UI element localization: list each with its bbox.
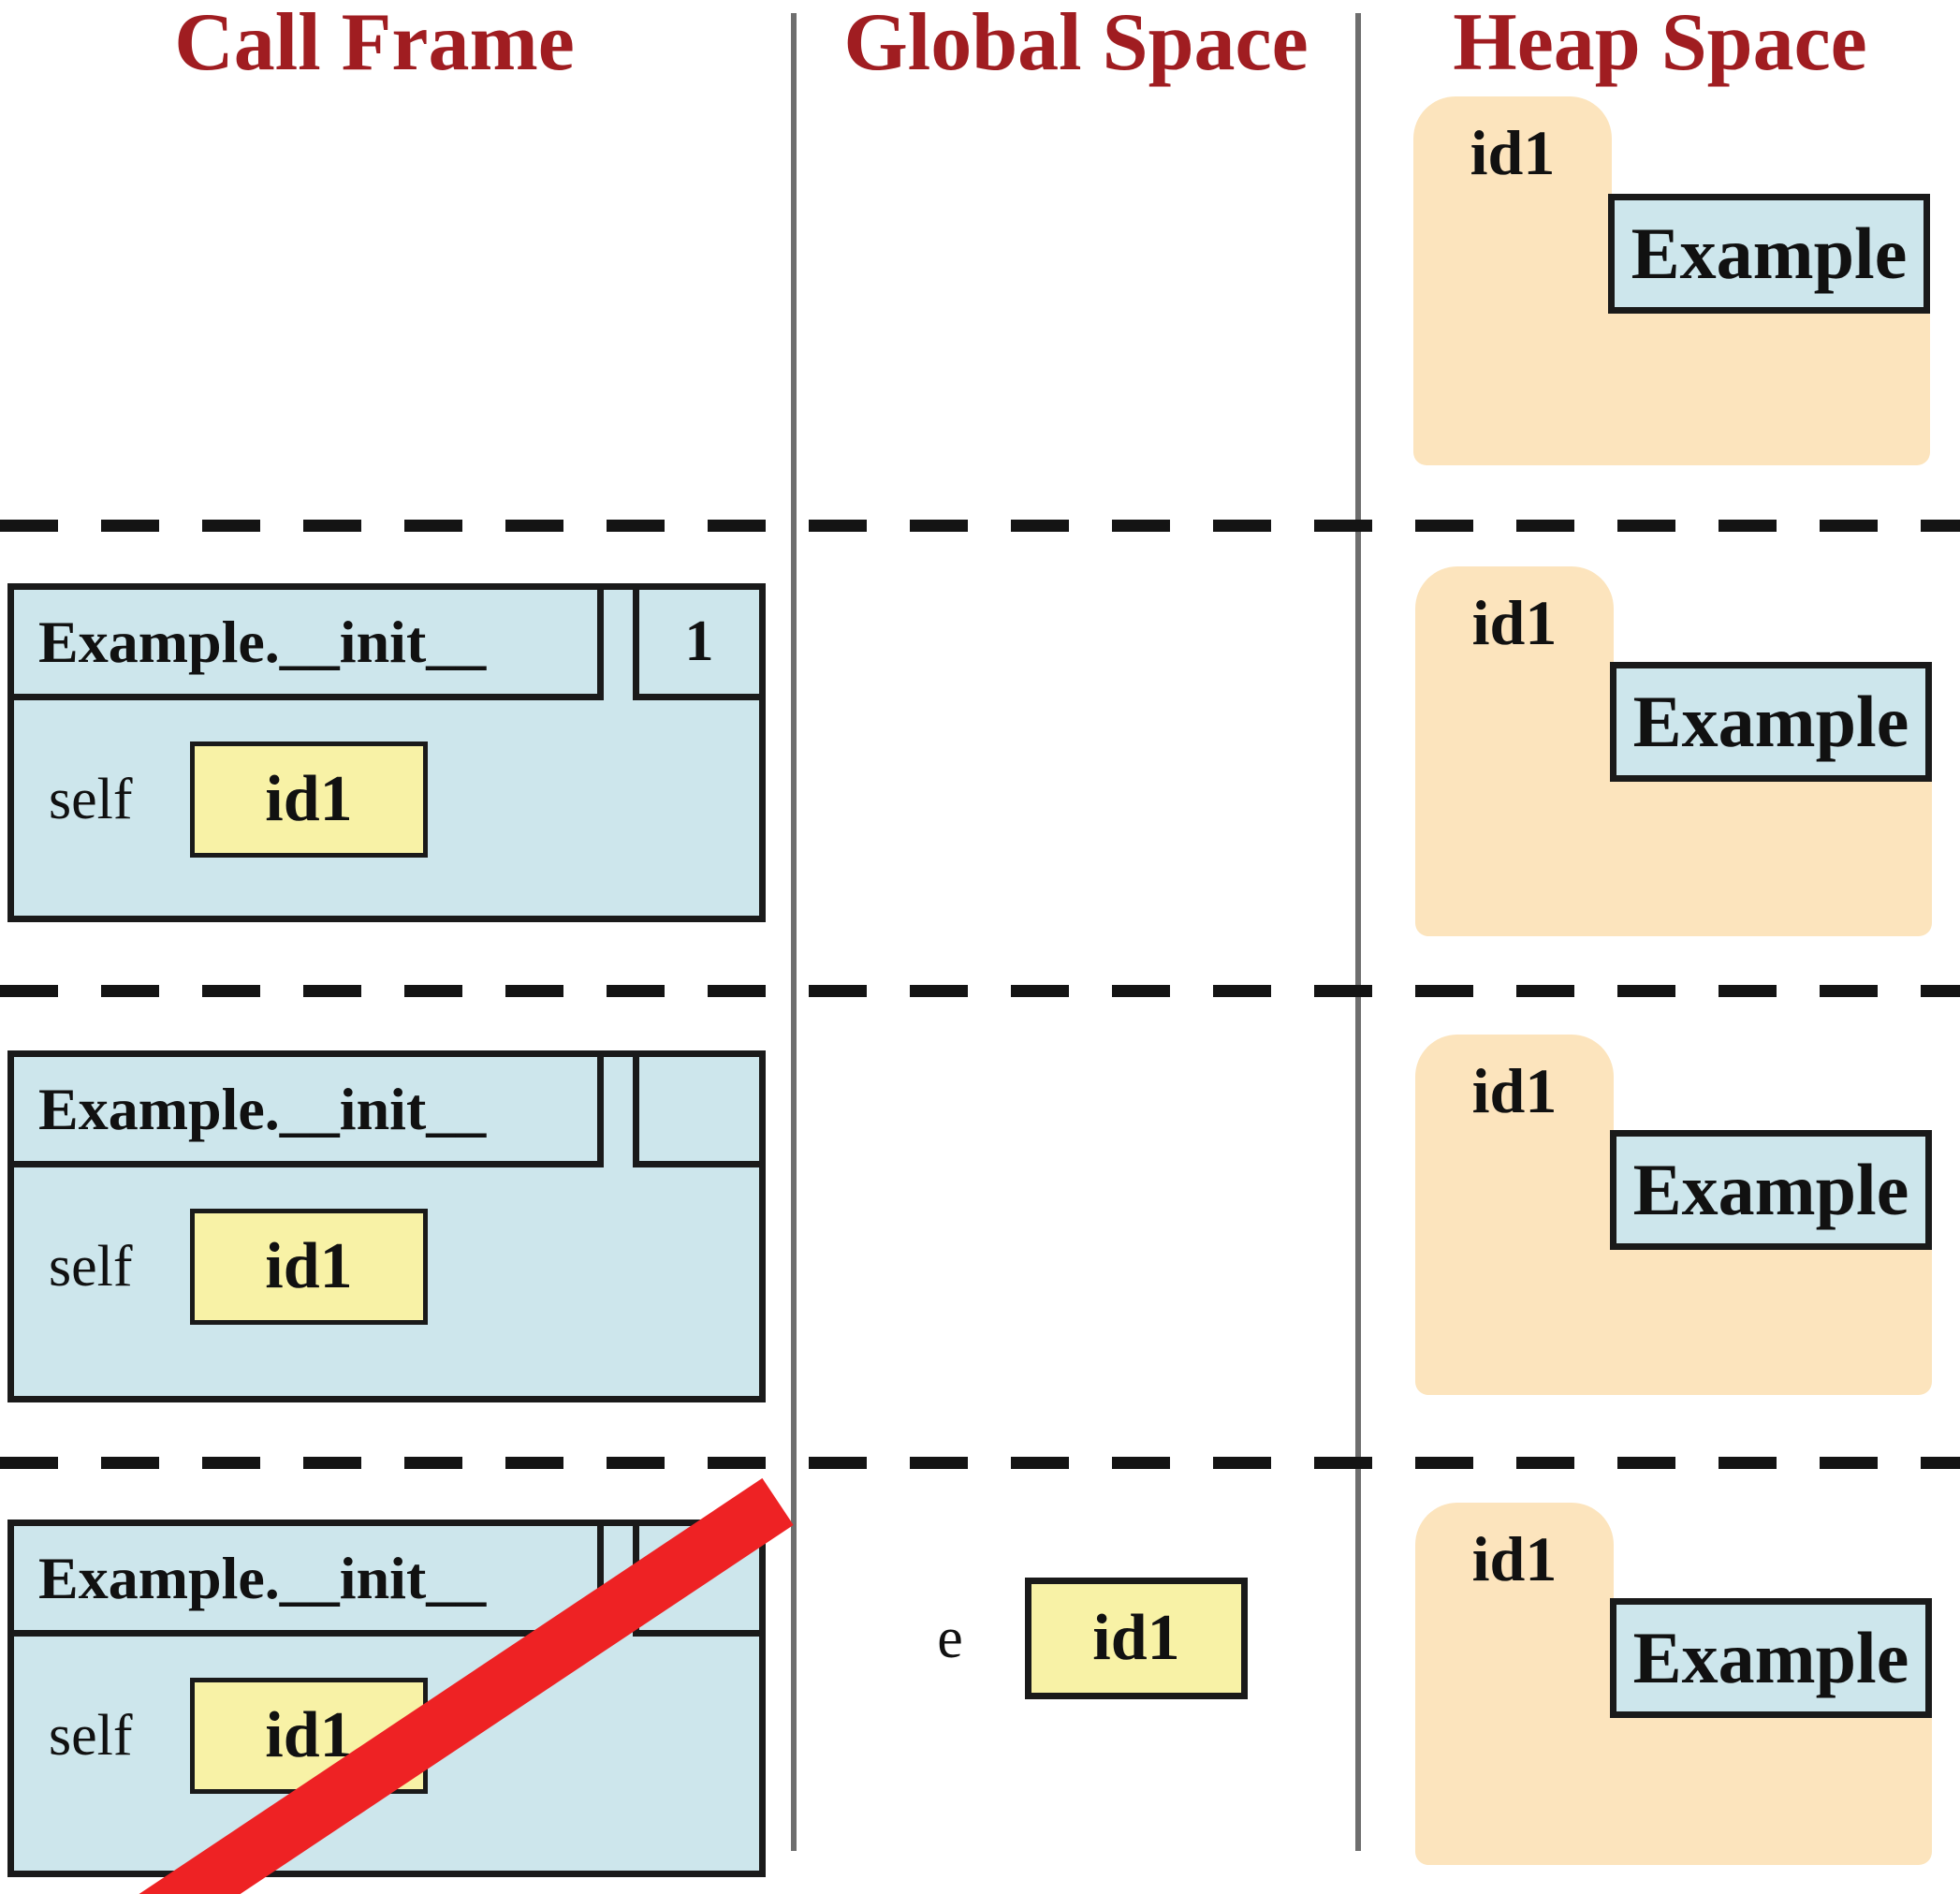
row-separator-3 (0, 1457, 1960, 1469)
column-header-call-frame: Call Frame (174, 0, 575, 88)
frame-function-name: Example.__init__ (7, 1520, 604, 1637)
column-header-global-space: Global Space (843, 0, 1309, 88)
heap-folder: id1 Example (1415, 566, 1932, 936)
frame-instruction-counter: 1 (633, 583, 766, 700)
heap-folder: id1 Example (1413, 96, 1930, 465)
row-separator-2 (0, 985, 1960, 997)
heap-folder: id1 Example (1415, 1035, 1932, 1395)
call-frame-box: Example.__init__ self id1 (7, 1050, 766, 1402)
global-variable-name: e (937, 1606, 963, 1670)
parameter-name: self (49, 1234, 133, 1299)
class-name-box: Example (1610, 662, 1932, 782)
folder-tab: id1 (1415, 566, 1614, 727)
object-id-label: id1 (1471, 1523, 1558, 1594)
frame-function-name: Example.__init__ (7, 583, 604, 700)
class-name-box: Example (1608, 194, 1930, 314)
column-header-heap-space: Heap Space (1453, 0, 1867, 88)
folder-tab: id1 (1415, 1035, 1614, 1196)
parameter-value-box: id1 (190, 741, 428, 858)
parameter-value-box: id1 (190, 1209, 428, 1325)
column-divider-right (1355, 13, 1361, 1851)
object-id-label: id1 (1470, 117, 1556, 188)
frame-instruction-counter (633, 1050, 766, 1167)
folder-tab: id1 (1415, 1503, 1614, 1664)
call-frame-box: Example.__init__ 1 self id1 (7, 583, 766, 922)
class-name-box: Example (1610, 1598, 1932, 1718)
heap-folder: id1 Example (1415, 1503, 1932, 1865)
parameter-name: self (49, 1703, 133, 1768)
column-divider-left (791, 13, 797, 1851)
object-id-label: id1 (1471, 587, 1558, 658)
row-separator-1 (0, 520, 1960, 532)
folder-tab: id1 (1413, 96, 1612, 259)
parameter-name: self (49, 767, 133, 831)
frame-function-name: Example.__init__ (7, 1050, 604, 1167)
object-id-label: id1 (1471, 1055, 1558, 1126)
class-name-box: Example (1610, 1130, 1932, 1250)
global-variable-value-box: id1 (1025, 1578, 1248, 1699)
